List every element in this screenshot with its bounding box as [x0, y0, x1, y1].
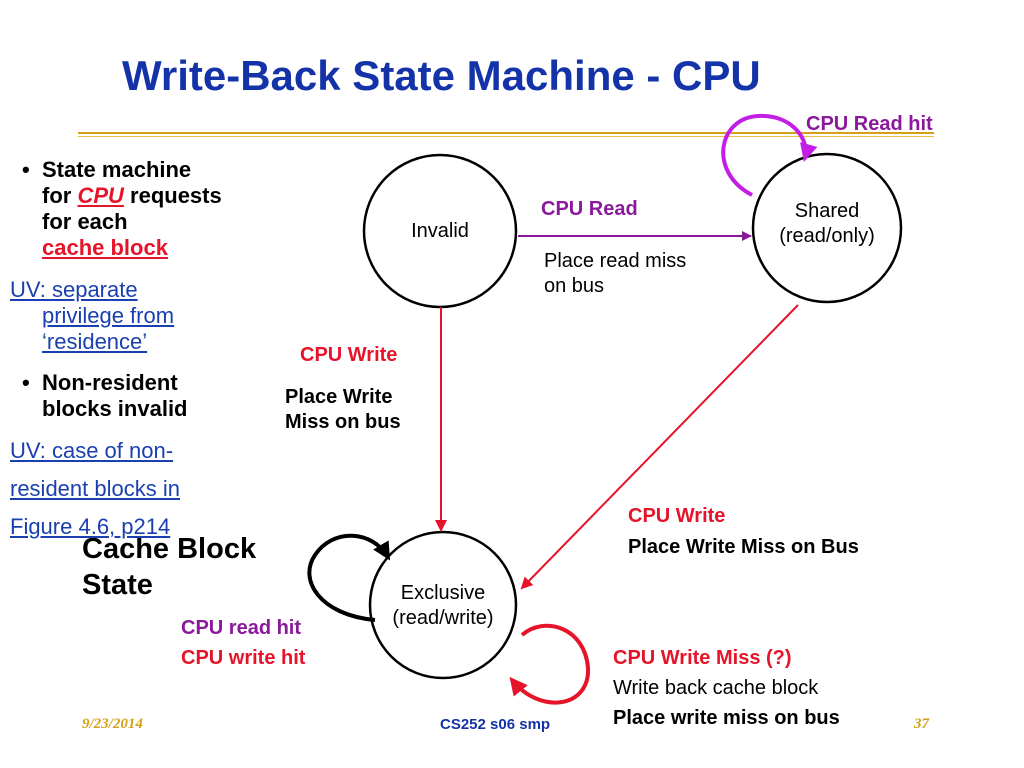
loop-shared-read-hit: [721, 113, 818, 197]
label-cpu-read: CPU Read: [541, 198, 638, 220]
state-invalid-label: Invalid: [411, 220, 469, 242]
uv-note-separate-privilege[interactable]: UV: separate privilege from ‘residence’: [10, 277, 240, 355]
label-place-read-miss-line1: Place read miss: [544, 250, 687, 272]
loop-exclusive-write-miss: [509, 623, 591, 705]
bullet2-line1: Non-resident: [42, 370, 178, 395]
state-shared-line1: Shared: [794, 200, 860, 222]
uv1-line2[interactable]: privilege from: [42, 303, 175, 328]
label-place-write-line1: Place Write: [285, 386, 393, 408]
label-cpu-read-hit: CPU Read hit: [806, 113, 933, 135]
uv1-line3[interactable]: ‘residence’: [42, 329, 148, 354]
uv2-line3[interactable]: Figure 4.6, p214: [10, 514, 171, 539]
bullet1-cache-block: cache block: [42, 235, 168, 260]
uv2-line2[interactable]: resident blocks in: [10, 476, 180, 501]
state-shared-line2: (read/only): [779, 225, 875, 247]
bullet1-line3: for each: [42, 209, 128, 234]
cache-block-state-line2: State: [82, 569, 153, 601]
label-place-write-miss-on-bus: Place Write Miss on Bus: [628, 536, 859, 558]
label-cpu-write-left: CPU Write: [300, 344, 398, 366]
state-exclusive-line2: (read/write): [392, 607, 494, 629]
title-rule-thin: [78, 136, 934, 137]
loop-exclusive-hit: [307, 533, 391, 622]
label-place-read-miss-line2: on bus: [544, 275, 605, 297]
bullet-dot: •: [22, 370, 30, 395]
bullet-state-machine: • State machine for CPU requests for eac…: [22, 157, 292, 261]
arrow-shared-to-exclusive: [520, 304, 799, 590]
title-rule: [78, 132, 934, 134]
label-place-write-miss-left: Place Write Miss on bus: [285, 385, 401, 435]
state-exclusive-label: Exclusive (read/write): [373, 581, 513, 631]
bullet1-line2: for CPU requests: [42, 183, 292, 209]
label-place-read-miss: Place read miss on bus: [544, 249, 686, 299]
state-exclusive-line1: Exclusive: [400, 582, 486, 604]
label-place-write-miss-bus: Place write miss on bus: [613, 707, 840, 729]
footer-page-number: 37: [914, 716, 929, 732]
uv1-line1[interactable]: UV: separate: [10, 277, 138, 302]
cache-block-state-line1: Cache Block: [82, 533, 257, 565]
label-write-back: Write back cache block: [613, 677, 819, 699]
bullet1-cpu: CPU: [77, 183, 124, 208]
state-shared-circle: [751, 152, 903, 304]
label-cpu-read-hit-excl: CPU read hit: [181, 617, 302, 639]
label-cpu-write-right: CPU Write: [628, 505, 726, 527]
bullet2-line2: blocks invalid: [42, 396, 188, 421]
label-place-write-line2: Miss on bus: [285, 411, 401, 433]
footer-date: 9/23/2014: [82, 716, 143, 732]
cache-block-state-heading: Cache Block State: [82, 531, 256, 603]
bullet1-for: for: [42, 183, 78, 208]
slide-title: Write-Back State Machine - CPU: [122, 52, 761, 99]
bullet1-line1: State machine: [42, 157, 192, 182]
bullet-dot: •: [22, 157, 30, 182]
uv-note-non-resident[interactable]: UV: case of non- resident blocks in Figu…: [10, 432, 250, 546]
uv2-line1[interactable]: UV: case of non-: [10, 438, 174, 463]
label-cpu-write-miss: CPU Write Miss (?): [613, 647, 792, 669]
bullet-non-resident: • Non-resident blocks invalid: [22, 370, 282, 422]
state-exclusive-circle: [368, 530, 518, 680]
footer-course: CS252 s06 smp: [440, 716, 551, 733]
label-cpu-write-hit-excl: CPU write hit: [181, 647, 306, 669]
bullet1-requests: requests: [123, 183, 222, 208]
state-shared-label: Shared (read/only): [760, 199, 894, 249]
